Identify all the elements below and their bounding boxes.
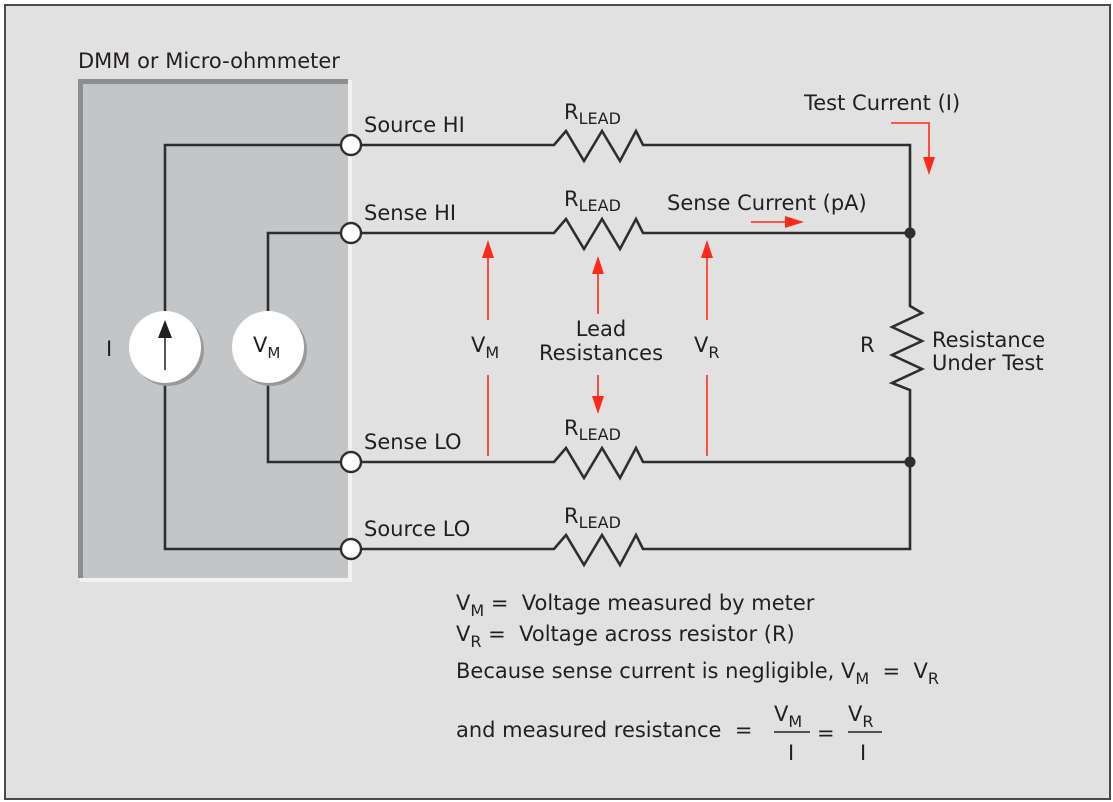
rlead-label-sense-hi: RLEAD [564,187,621,215]
junction-dot-top [904,227,916,239]
sense-current-arrowhead-icon [785,216,804,228]
source-lo-lead [351,462,912,568]
terminal-label-source-lo: Source LO [364,517,470,541]
equation-negligible: Because sense current is negligible, VM … [456,659,939,688]
terminal-source-lo [339,537,363,561]
meter-box-face [83,84,348,578]
equation-vm: VM = Voltage measured by meter [456,591,815,620]
rut-label-line1: Resistance [932,328,1045,352]
vm-label: VM [471,333,499,362]
lead-resistances-line1: Lead [576,317,626,341]
rlead-label-sense-lo: RLEAD [564,416,621,444]
lead-arrowhead-up-icon [592,256,604,274]
current-arrow-up-icon [158,320,172,338]
sense-lo-lead [351,445,910,481]
equation-measured-resistance: and measured resistance = [456,718,752,742]
rut-label-line2: Under Test [932,351,1044,375]
current-source [129,311,204,386]
voltmeter: VM [232,311,307,386]
equations: VM = Voltage measured by meter VR = Volt… [456,591,939,765]
terminals [339,133,363,561]
lead-wires [351,128,926,568]
rlead-label-source-hi: RLEAD [564,100,621,128]
terminal-sense-hi [339,221,363,245]
fraction1-denominator: I [788,741,794,765]
fraction2-numerator: VR [848,702,874,731]
vm-arrowhead-icon [482,240,494,258]
meter-title: DMM or Micro-ohmmeter [78,49,340,73]
rlead-label-source-lo: RLEAD [564,504,621,532]
terminal-label-source-hi: Source HI [364,113,465,137]
sense-hi-lead [351,216,910,252]
lead-resistances-line2: Resistances [539,341,663,365]
fraction1-numerator: VM [774,702,802,731]
vr-arrowhead-icon [701,240,713,258]
source-hi-lead [351,128,912,233]
sense-current-label: Sense Current (pA) [667,191,867,215]
r-label: R [860,333,875,357]
test-current-arrow [891,122,930,165]
test-current-arrowhead-icon [923,157,935,175]
terminal-source-hi [339,133,363,157]
resistor-under-test [888,233,926,462]
terminal-label-sense-lo: Sense LO [364,430,462,454]
meter-box [78,79,352,582]
vr-label: VR [694,333,720,362]
test-current-label: Test Current (I) [803,91,960,115]
lead-arrowhead-down-icon [592,396,604,414]
equation-vr: VR = Voltage across resistor (R) [456,622,795,651]
terminal-label-sense-hi: Sense HI [364,201,456,225]
current-source-label: I [106,337,112,361]
voltmeter-circle [232,311,304,383]
junction-dot-bottom [904,456,916,468]
terminal-sense-lo [339,450,363,474]
fraction-equals: = [817,721,835,745]
fraction2-denominator: I [860,741,866,765]
voltmeter-label: VM [253,333,280,362]
